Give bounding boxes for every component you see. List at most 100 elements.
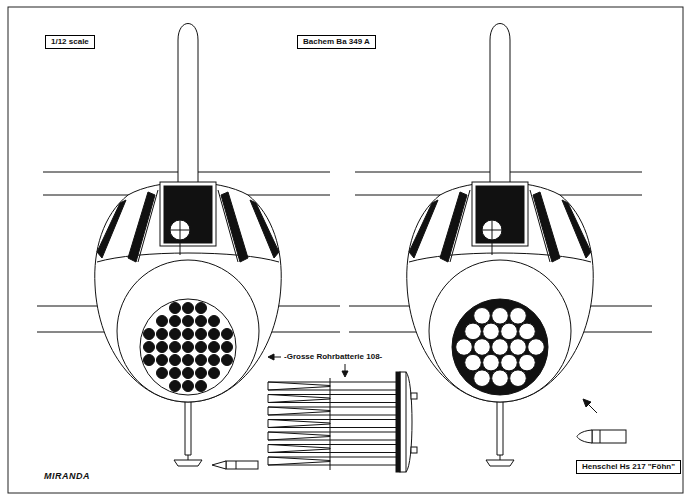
battery-side-view [268, 372, 417, 472]
front-view-left [37, 24, 340, 467]
rocket-tube [209, 329, 220, 340]
rocket-tube [170, 381, 181, 392]
tube-line [268, 395, 269, 403]
tube-line [268, 407, 400, 408]
box-text: 1/12 scale [51, 37, 89, 47]
rocket-tube [465, 323, 482, 340]
rocket-tube [222, 342, 233, 353]
rocket-tube [196, 303, 207, 314]
tube-line [268, 419, 400, 420]
rocket-tube [183, 316, 194, 327]
rocket-tube [170, 342, 181, 353]
rocket-tube [144, 329, 155, 340]
rocket-tube [183, 303, 194, 314]
rocket-tube [474, 370, 491, 387]
rocket-tube [465, 354, 482, 371]
part-label: -Grosse Rohrbatterie 108- [283, 352, 383, 362]
tube-line [268, 457, 269, 465]
rocket-tube [196, 355, 207, 366]
rocket-tube [519, 354, 536, 371]
rocket-cone [268, 445, 330, 453]
rocket-tube [209, 316, 220, 327]
rocket-tube [519, 323, 536, 340]
rocket-cone [268, 420, 330, 428]
label-box: Henschel Hs 217 "Föhn" [576, 460, 681, 474]
rocket-tube [196, 368, 207, 379]
rocket-cone [268, 395, 330, 403]
tube-line [268, 444, 400, 445]
rocket-tube [183, 381, 194, 392]
tube-line [268, 457, 400, 458]
rocket-cone [268, 407, 330, 415]
rocket-battery-right [452, 299, 548, 395]
battery-plate [396, 372, 400, 472]
rocket-tube [222, 355, 233, 366]
leader-lines [268, 354, 597, 413]
tube-line [268, 432, 269, 440]
rocket-tube [196, 329, 207, 340]
battery-frame [330, 378, 331, 470]
rocket-tube [170, 303, 181, 314]
rocket-tube [183, 329, 194, 340]
rocket-tube [492, 370, 509, 387]
battery-plate [400, 372, 406, 472]
tube-line [268, 445, 269, 453]
rocket-cone [268, 432, 330, 440]
rocket-tube [157, 355, 168, 366]
rocket-cone [268, 382, 330, 390]
label-box: 1/12 scale [45, 35, 95, 49]
tube-line [268, 394, 400, 395]
rocket-tube [196, 316, 207, 327]
tube-line [268, 402, 400, 403]
rocket-tube [456, 339, 473, 356]
front-view-right [349, 24, 652, 467]
tube-line [268, 427, 400, 428]
rocket-tube [483, 323, 500, 340]
rocket-tube [170, 368, 181, 379]
rocket-tube [492, 339, 509, 356]
rocket-tube [170, 329, 181, 340]
rocket-tube [157, 316, 168, 327]
rocket-tube [144, 342, 155, 353]
rocket-tube [209, 355, 220, 366]
battery-lug [411, 447, 417, 453]
tube-line [268, 382, 269, 390]
rocket-tube [183, 342, 194, 353]
tube-line [268, 407, 269, 415]
rocket-tube [528, 339, 545, 356]
rocket-tube [510, 370, 527, 387]
rocket-tube [183, 355, 194, 366]
tube-line [268, 420, 269, 428]
rocket-tube [222, 329, 233, 340]
box-text: Henschel Hs 217 "Föhn" [582, 462, 675, 472]
rocket-tube [510, 339, 527, 356]
battery-lug [411, 393, 417, 399]
rocket-tube [170, 355, 181, 366]
tube-line [268, 390, 400, 391]
rocket-tube [492, 308, 509, 325]
tube-line [268, 432, 400, 433]
tube-line [268, 452, 400, 453]
battery-plate [406, 372, 412, 472]
rocket-tube [209, 368, 220, 379]
page-border [8, 7, 683, 493]
tube-line [268, 382, 400, 383]
rocket-tube [196, 342, 207, 353]
rocket-tube [144, 355, 155, 366]
rocket-tube [501, 323, 518, 340]
rocket-tube [474, 339, 491, 356]
rocket-tube [196, 381, 207, 392]
tube-line [268, 465, 400, 466]
tube-line [268, 440, 400, 441]
publisher-logo: MIRANDA [43, 471, 91, 481]
rocket-icons [212, 430, 626, 469]
rocket-cone [268, 457, 330, 465]
rocket-tube [157, 342, 168, 353]
rocket-tube [483, 354, 500, 371]
tube-line [268, 415, 400, 416]
title-box: Bachem Ba 349 A [297, 35, 376, 49]
rocket-tube [170, 316, 181, 327]
rocket-tube [157, 368, 168, 379]
rocket-tube [183, 368, 194, 379]
rocket-tube [157, 329, 168, 340]
